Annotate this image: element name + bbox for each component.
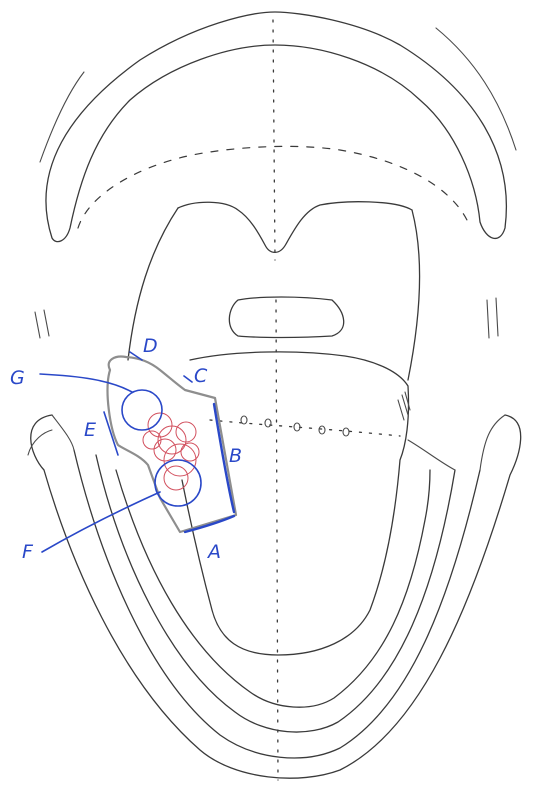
label-c: C bbox=[194, 365, 208, 387]
pharynx-back-wall bbox=[229, 297, 343, 338]
faucial-pillars bbox=[35, 208, 498, 380]
red-loop-8 bbox=[181, 443, 199, 461]
label-d: D bbox=[143, 335, 158, 357]
upper-arch-outer-curve bbox=[46, 12, 506, 242]
g-pointer-line bbox=[40, 374, 132, 392]
upper-arch bbox=[40, 12, 516, 242]
midline-upper bbox=[273, 20, 275, 260]
red-loop-6 bbox=[164, 466, 188, 490]
red-lesion-cluster bbox=[143, 413, 199, 490]
midline-lower bbox=[276, 300, 278, 780]
lower-jaw bbox=[28, 415, 521, 778]
papilla-4 bbox=[319, 426, 325, 434]
annotation-lines bbox=[40, 352, 192, 552]
midline bbox=[273, 20, 278, 780]
jaw-arc-2 bbox=[74, 450, 480, 758]
uvula-outline bbox=[178, 202, 412, 253]
palate-dashed-arc bbox=[78, 146, 468, 228]
label-e: E bbox=[84, 419, 96, 441]
tongue-papillae bbox=[241, 416, 349, 436]
jaw-left-notch bbox=[28, 415, 74, 455]
circle-g-marker bbox=[122, 390, 162, 430]
label-a: A bbox=[206, 541, 221, 563]
tongue bbox=[182, 352, 410, 655]
left-parallel-marks bbox=[35, 310, 49, 338]
red-loop-4 bbox=[154, 439, 176, 461]
jaw-right-notch bbox=[408, 415, 505, 470]
label-f: F bbox=[22, 541, 34, 563]
tongue-dotted-line bbox=[210, 420, 400, 436]
label-b: B bbox=[229, 445, 242, 467]
uvula-region bbox=[178, 202, 412, 338]
tongue-outline bbox=[182, 352, 409, 655]
papilla-1 bbox=[241, 416, 247, 424]
papilla-5 bbox=[343, 428, 349, 436]
jaw-outer-arc bbox=[31, 415, 521, 778]
circle-f-marker bbox=[155, 460, 201, 506]
label-g: G bbox=[10, 367, 25, 389]
right-parallel-marks bbox=[487, 298, 498, 338]
papilla-2 bbox=[265, 419, 271, 427]
right-pillar bbox=[408, 210, 420, 380]
red-loop-2 bbox=[158, 426, 186, 454]
c-tick-line bbox=[184, 376, 192, 382]
margin-a-stroke bbox=[185, 516, 234, 532]
